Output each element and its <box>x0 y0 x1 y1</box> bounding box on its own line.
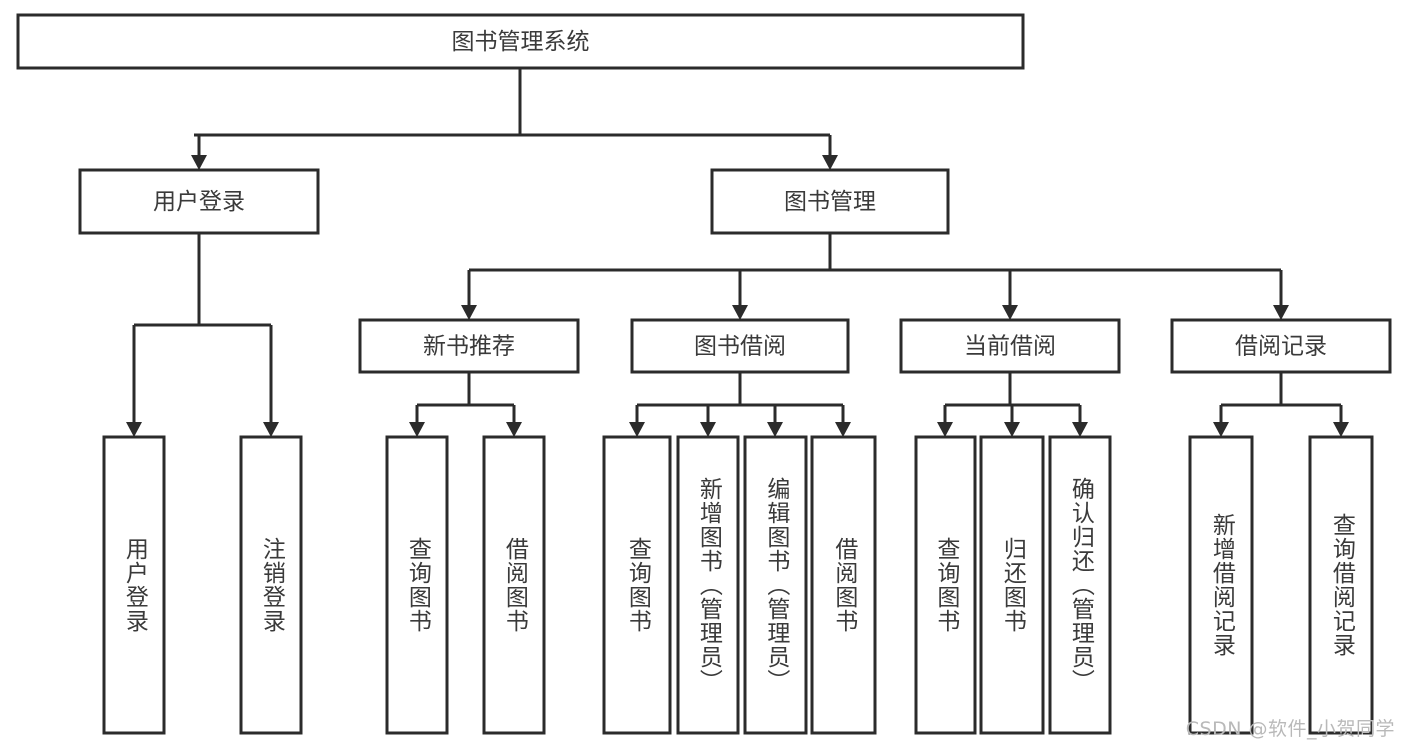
arrow-head-icon <box>1004 422 1020 437</box>
arrow-head-icon <box>263 422 279 437</box>
leaf-node-leaf-logout[interactable] <box>239 435 303 735</box>
arrow-head-icon <box>732 305 748 320</box>
leaf-node-leaf-query-borrow-record[interactable] <box>1308 435 1374 735</box>
node-label-book-borrow: 图书借阅 <box>694 334 786 360</box>
arrow-head-icon <box>1002 305 1018 320</box>
arrow-head-icon <box>506 422 522 437</box>
node-new-book-recommend[interactable] <box>358 318 580 374</box>
arrow-head-icon <box>1072 422 1088 437</box>
watermark-text: CSDN @软件_小贺同学 <box>1185 718 1395 740</box>
arrow-head-icon <box>767 422 783 437</box>
node-label-new-book-recommend: 新书推荐 <box>423 334 515 360</box>
leaf-node-leaf-borrow-book-1[interactable] <box>482 435 546 735</box>
leaf-node-leaf-query-book-3[interactable] <box>914 435 977 735</box>
leaf-node-leaf-query-book-2[interactable] <box>602 435 672 735</box>
node-borrow-record[interactable] <box>1170 318 1392 374</box>
leaf-node-leaf-add-borrow-record[interactable] <box>1188 435 1254 735</box>
arrow-head-icon <box>1273 305 1289 320</box>
node-label-current-borrow: 当前借阅 <box>964 334 1056 360</box>
leaf-node-leaf-user-login[interactable] <box>102 435 166 735</box>
node-book-manage[interactable] <box>710 168 950 235</box>
arrow-head-icon <box>700 422 716 437</box>
node-root[interactable] <box>16 13 1025 70</box>
arrow-head-icon <box>937 422 953 437</box>
arrow-head-icon <box>461 305 477 320</box>
arrow-head-icon <box>1213 422 1229 437</box>
node-current-borrow[interactable] <box>899 318 1121 374</box>
leaf-node-leaf-borrow-book-2[interactable] <box>810 435 877 735</box>
arrow-head-icon <box>629 422 645 437</box>
leaf-node-leaf-edit-book-admin[interactable] <box>743 435 808 735</box>
arrow-head-icon <box>835 422 851 437</box>
root-node-label: 图书管理系统 <box>452 29 590 55</box>
node-book-borrow[interactable] <box>630 318 850 374</box>
leaf-node-leaf-add-book-admin[interactable] <box>676 435 740 735</box>
node-label-book-manage: 图书管理 <box>784 189 876 215</box>
arrow-head-icon <box>822 155 838 170</box>
leaf-node-leaf-return-book[interactable] <box>979 435 1045 735</box>
leaf-node-leaf-query-book-1[interactable] <box>385 435 449 735</box>
node-label-user-login: 用户登录 <box>153 189 245 215</box>
arrow-head-icon <box>1333 422 1349 437</box>
leaf-node-leaf-confirm-return-admin[interactable] <box>1048 435 1112 735</box>
arrow-head-icon <box>409 422 425 437</box>
arrow-head-icon <box>126 422 142 437</box>
node-label-borrow-record: 借阅记录 <box>1235 334 1327 360</box>
arrow-head-icon <box>191 155 207 170</box>
